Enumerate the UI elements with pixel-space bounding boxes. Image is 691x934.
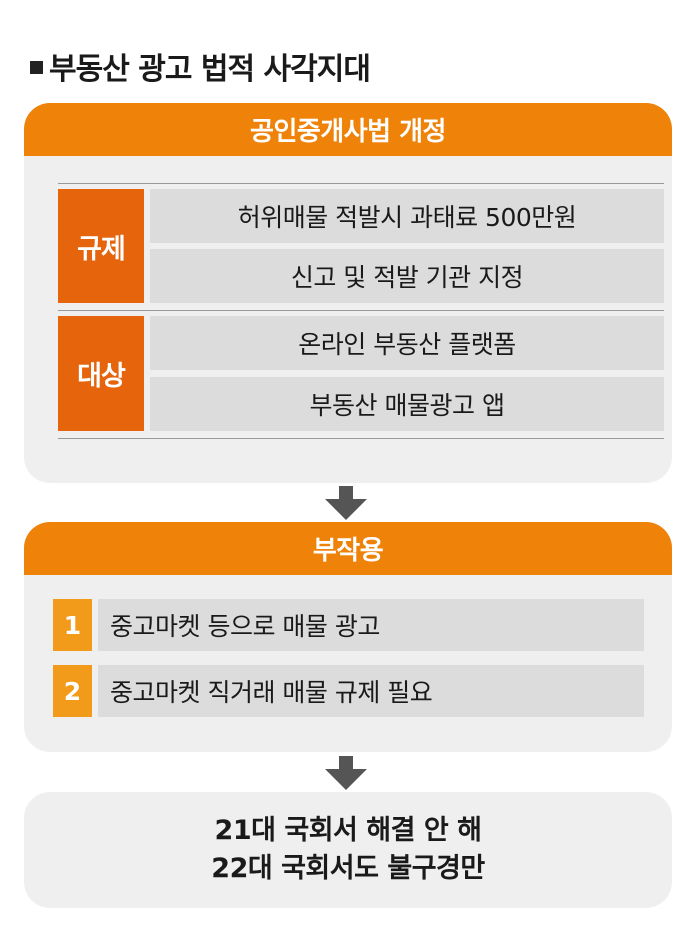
regulation-item-agency: 신고 및 적발 기관 지정 [150, 249, 664, 303]
side-effects-header: 부작용 [24, 522, 672, 575]
down-arrow-icon [325, 486, 367, 520]
square-bullet-icon [30, 61, 43, 74]
down-arrow-icon [325, 756, 367, 790]
effect-item-1: 중고마켓 등으로 매물 광고 [98, 599, 644, 651]
target-label: 대상 [58, 316, 144, 431]
effect-number-2: 2 [53, 665, 92, 717]
result-line-1: 21대 국회서 해결 안 해 [214, 815, 482, 846]
divider [58, 183, 664, 184]
result-text: 21대 국회서 해결 안 해 22대 국회서도 불구경만 [24, 792, 672, 908]
page-title-text: 부동산 광고 법적 사각지대 [49, 52, 371, 87]
page-title: 부동산 광고 법적 사각지대 [30, 44, 371, 88]
effect-number-1: 1 [53, 599, 92, 651]
target-item-app: 부동산 매물광고 앱 [150, 377, 664, 431]
target-item-platform: 온라인 부동산 플랫폼 [150, 316, 664, 370]
regulation-item-fine: 허위매물 적발시 과태료 500만원 [150, 189, 664, 243]
regulation-label: 규제 [58, 189, 144, 303]
revision-panel: 공인중개사법 개정 규제 허위매물 적발시 과태료 500만원 신고 및 적발 … [24, 103, 672, 483]
effect-item-2: 중고마켓 직거래 매물 규제 필요 [98, 665, 644, 717]
side-effects-panel: 부작용 1 중고마켓 등으로 매물 광고 2 중고마켓 직거래 매물 규제 필요 [24, 522, 672, 752]
result-line-2: 22대 국회서도 불구경만 [211, 853, 485, 884]
divider [58, 438, 664, 439]
result-panel: 21대 국회서 해결 안 해 22대 국회서도 불구경만 [24, 792, 672, 908]
revision-header: 공인중개사법 개정 [24, 103, 672, 156]
divider [58, 310, 664, 311]
